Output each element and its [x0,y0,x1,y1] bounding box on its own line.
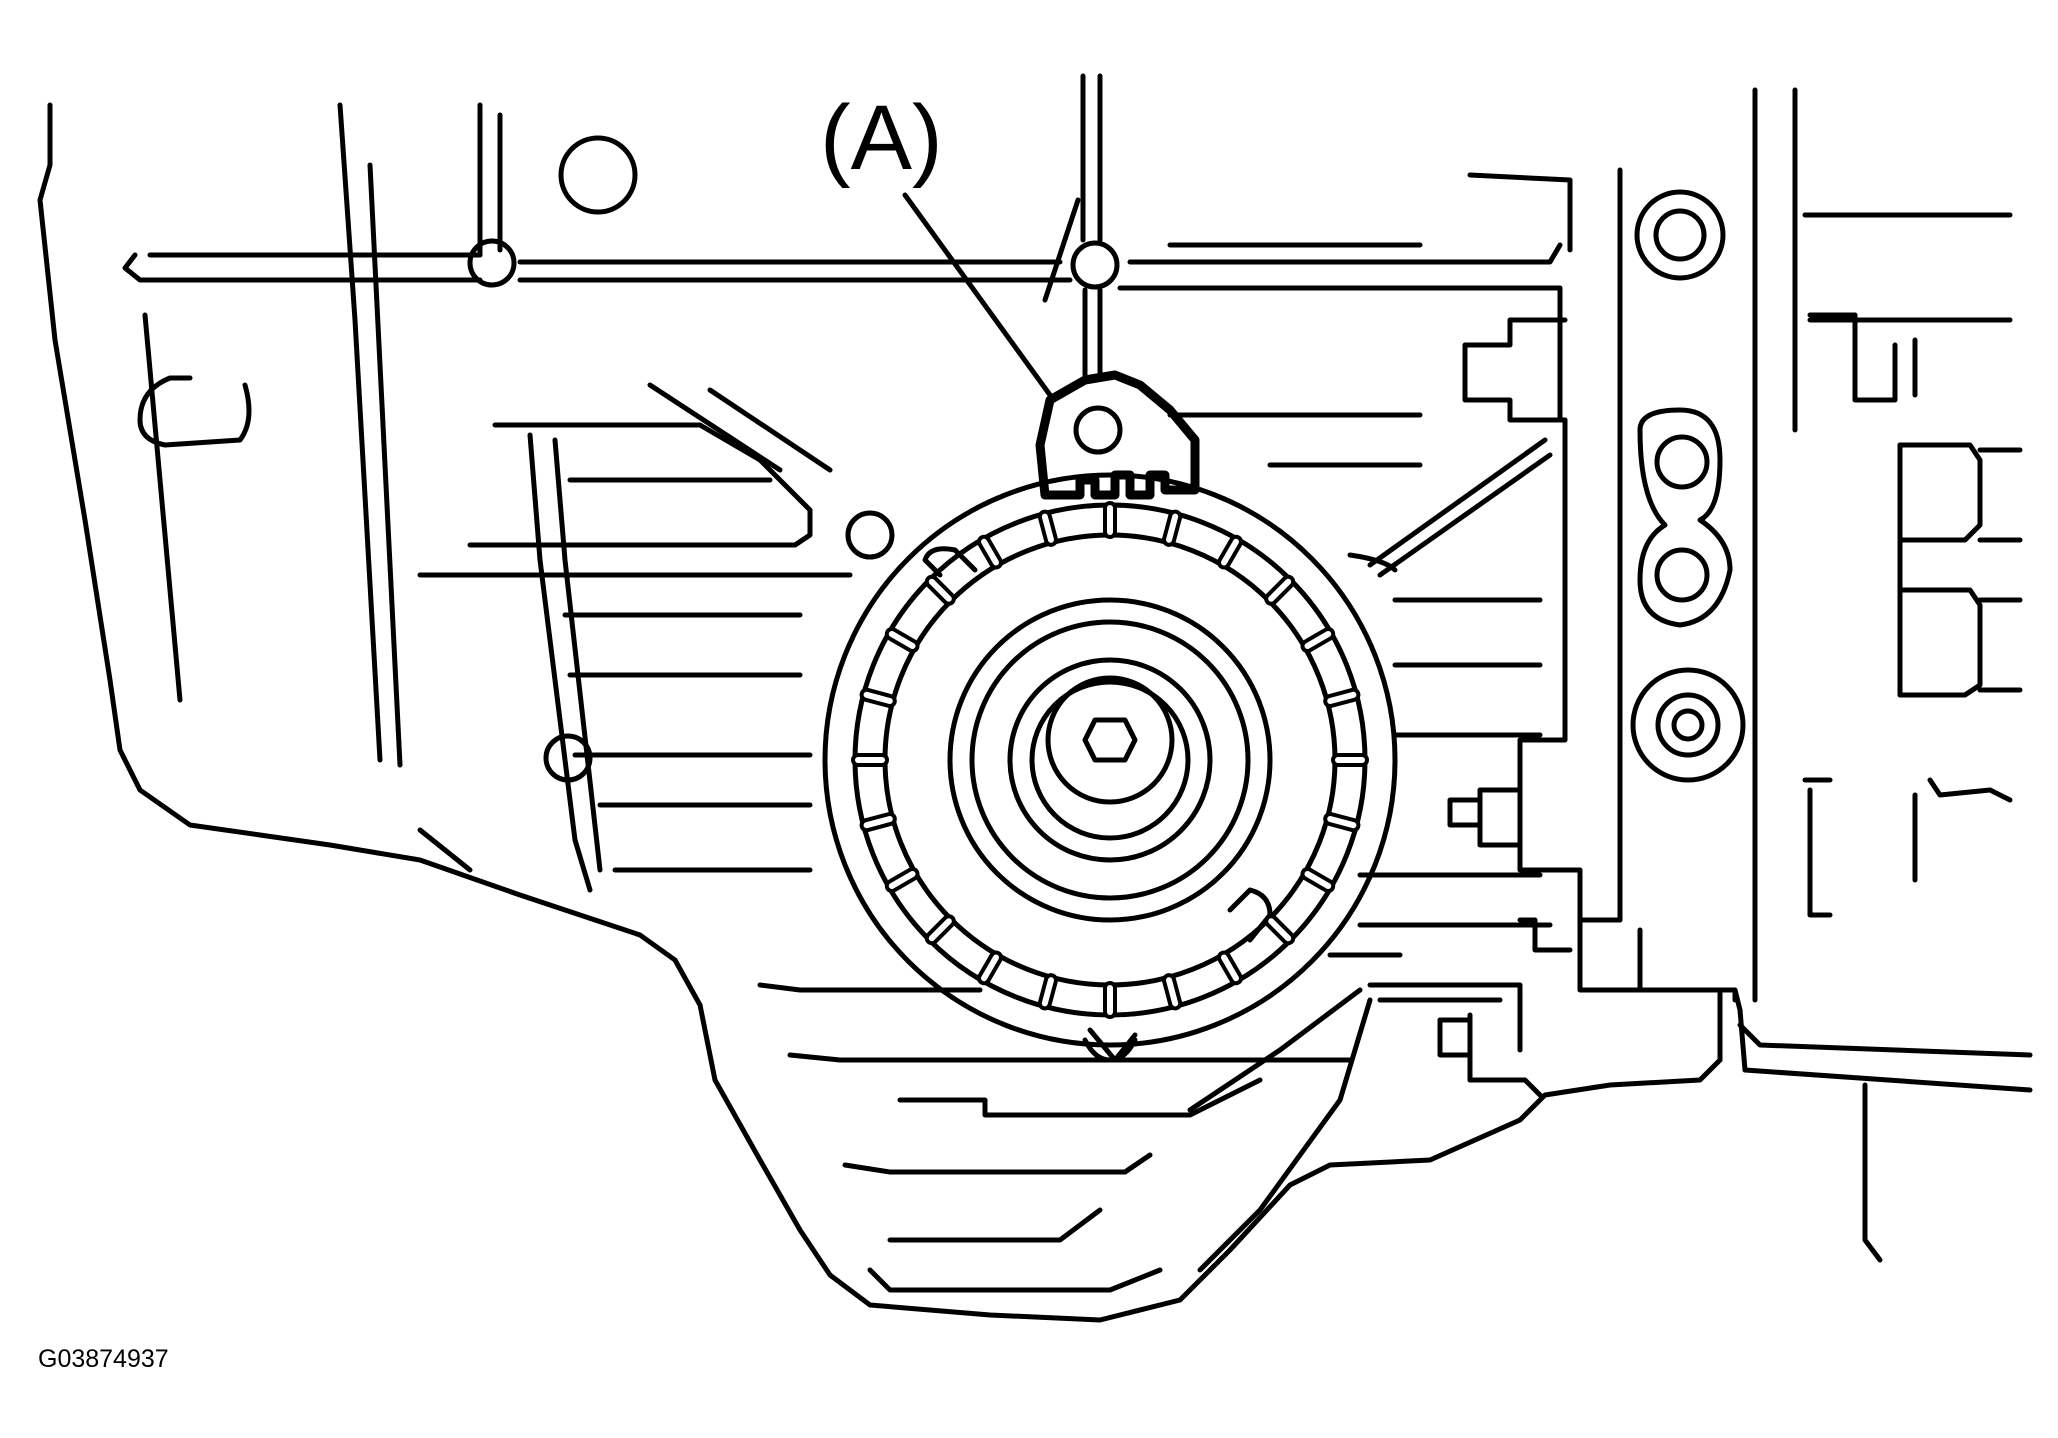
gear-tooth-fill [1041,977,1054,1007]
gear-tooth-fill [1268,578,1292,602]
gear-tooth-fill [1166,977,1179,1007]
figure-id: G03874937 [38,1345,169,1373]
callout-leader [902,192,1053,398]
gear-tooth-fill [928,918,952,942]
inner-ribs [417,382,895,893]
gear-tooth-fill [1304,871,1332,889]
lower-ribs [757,922,1553,1293]
left-housing [37,102,1723,1323]
gear-tooth-fill [1327,816,1357,829]
gear-ring [822,472,1398,1063]
gear-tooth-fill [1221,538,1239,566]
gear-tooth-fill [981,538,999,566]
gear-tooth-fill [1304,631,1332,649]
gear-tooth-fill [1327,691,1357,704]
gear-tooth-fill [981,954,999,982]
sensor-bracket [1035,197,1200,500]
gear-tooth-fill [1268,918,1292,942]
gear-tooth-fill [863,816,893,829]
mounting-blocks [1437,317,1583,1098]
gear-tooth-fill [888,871,916,889]
right-ribs [1167,412,1553,878]
gear-tooth-fill [1166,513,1179,543]
right-plate [1577,87,2033,1263]
frame-rails [122,73,1573,423]
gear-tooth-fill [863,691,893,704]
gear-tooth-fill [1041,513,1054,543]
gear-tooth-fill [888,631,916,649]
gear-tooth-fill [1221,954,1239,982]
gear-teeth [851,501,1369,1019]
gear-tooth-fill [928,578,952,602]
callout-label-a: (A) [820,87,943,189]
